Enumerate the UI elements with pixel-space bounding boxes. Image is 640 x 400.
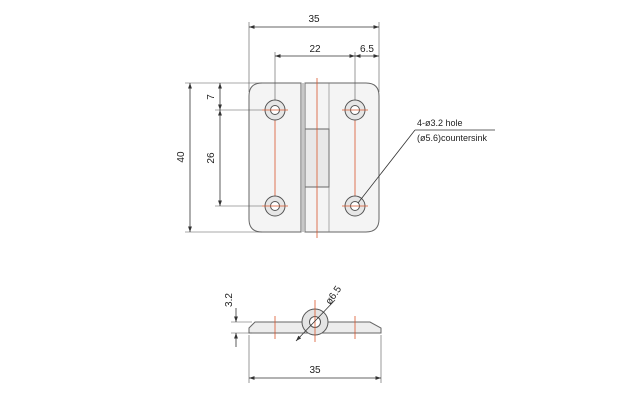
top-view: 35 22 6.5 40 7 bbox=[176, 14, 495, 238]
hole-callout: 4-ø3.2 hole (ø5.6)countersink bbox=[357, 118, 495, 204]
dim-thickness: 3.2 bbox=[224, 293, 252, 347]
dim-knuckle-diameter-label: ø6.5 bbox=[324, 284, 345, 307]
hole-note-line1: 4-ø3.2 hole bbox=[417, 118, 463, 128]
dim-overall-height-label: 40 bbox=[176, 151, 187, 163]
dim-hole-edge-offset-vertical: 7 bbox=[206, 83, 262, 111]
dim-side-overall-width: 35 bbox=[248, 335, 382, 383]
right-leaf bbox=[304, 82, 380, 233]
dim-overall-width: 35 bbox=[248, 14, 380, 92]
dim-hole-spacing-vertical-label: 26 bbox=[206, 152, 217, 164]
dim-hole-edge-offset-label: 6.5 bbox=[360, 44, 374, 55]
dim-hole-spacing-horizontal: 22 bbox=[274, 44, 356, 100]
dim-side-overall-width-label: 35 bbox=[309, 365, 321, 376]
dim-thickness-label: 3.2 bbox=[224, 293, 235, 307]
dim-overall-width-label: 35 bbox=[308, 14, 320, 25]
hole-note-line2: (ø5.6)countersink bbox=[417, 133, 488, 143]
hole-top-right bbox=[342, 99, 368, 121]
dim-hole-spacing-vertical: 26 bbox=[206, 110, 262, 207]
hole-bottom-left bbox=[262, 195, 288, 217]
dim-overall-height: 40 bbox=[176, 82, 262, 233]
dim-hole-edge-offset: 6.5 bbox=[355, 44, 379, 58]
dim-hole-edge-offset-vertical-label: 7 bbox=[206, 94, 217, 100]
side-view: ø6.5 3.2 35 bbox=[224, 284, 382, 383]
dim-hole-spacing-horizontal-label: 22 bbox=[309, 44, 321, 55]
